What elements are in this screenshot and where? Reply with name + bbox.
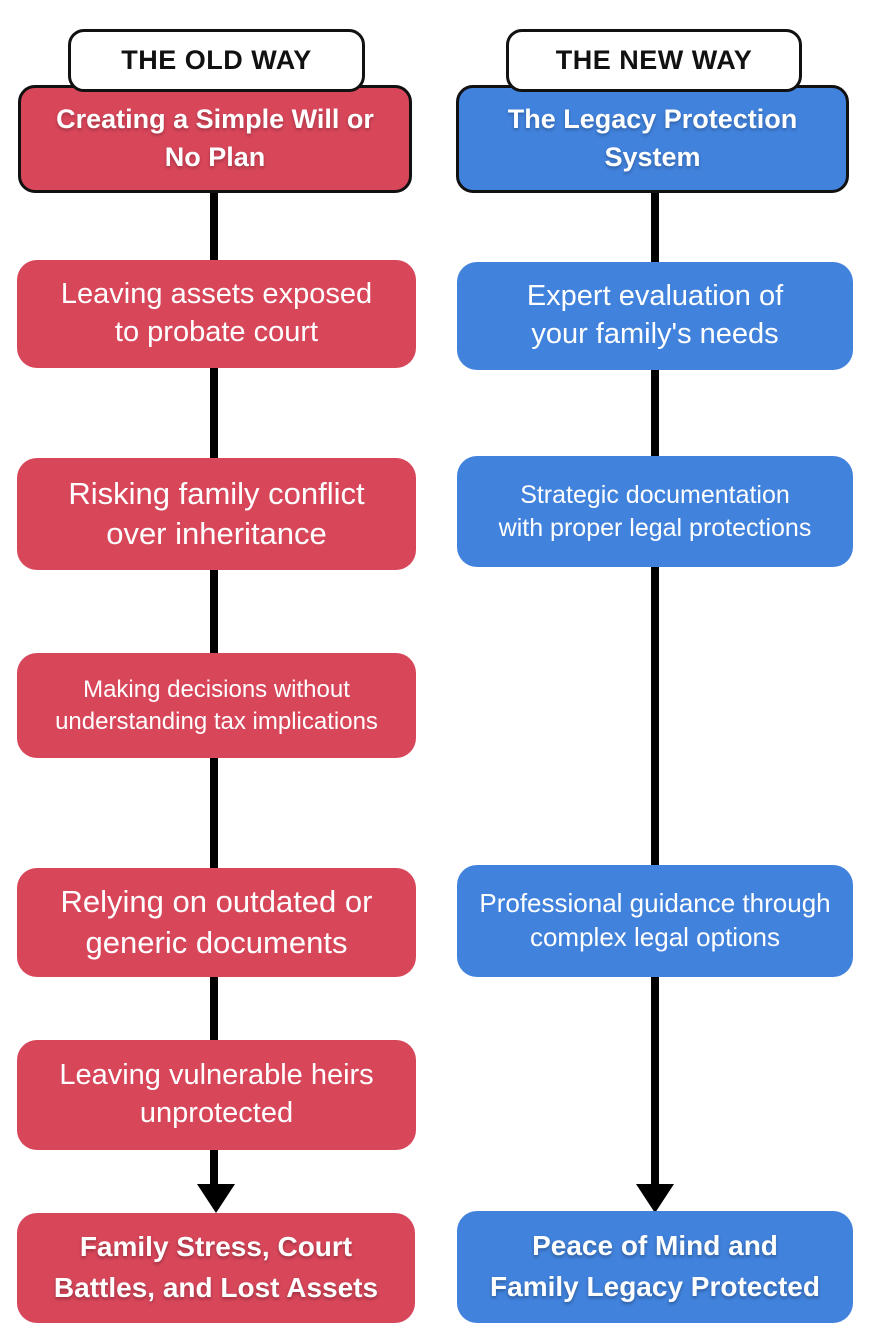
new-way-step-1: Expert evaluation of your family's needs [457,262,853,370]
new-way-flow-line [651,191,659,1187]
new-way-down-arrow-icon [636,1184,674,1213]
new-way-step-3: Professional guidance through complex le… [457,865,853,977]
old-way-title-box: Creating a Simple Will or No Plan [18,85,412,193]
new-way-result-box: Peace of Mind and Family Legacy Protecte… [457,1211,853,1323]
old-way-result-box: Family Stress, Court Battles, and Lost A… [17,1213,415,1323]
new-way-title-box: The Legacy Protection System [456,85,849,193]
old-way-step-1: Leaving assets exposed to probate court [17,260,416,368]
new-way-step-2: Strategic documentation with proper lega… [457,456,853,567]
old-way-step-5: Leaving vulnerable heirs unprotected [17,1040,416,1150]
old-way-down-arrow-icon [197,1184,235,1213]
old-way-step-2: Risking family conflict over inheritance [17,458,416,570]
old-way-step-4: Relying on outdated or generic documents [17,868,416,977]
new-way-label-box: THE NEW WAY [506,29,802,92]
old-way-step-3: Making decisions without understanding t… [17,653,416,758]
old-way-label-box: THE OLD WAY [68,29,365,92]
